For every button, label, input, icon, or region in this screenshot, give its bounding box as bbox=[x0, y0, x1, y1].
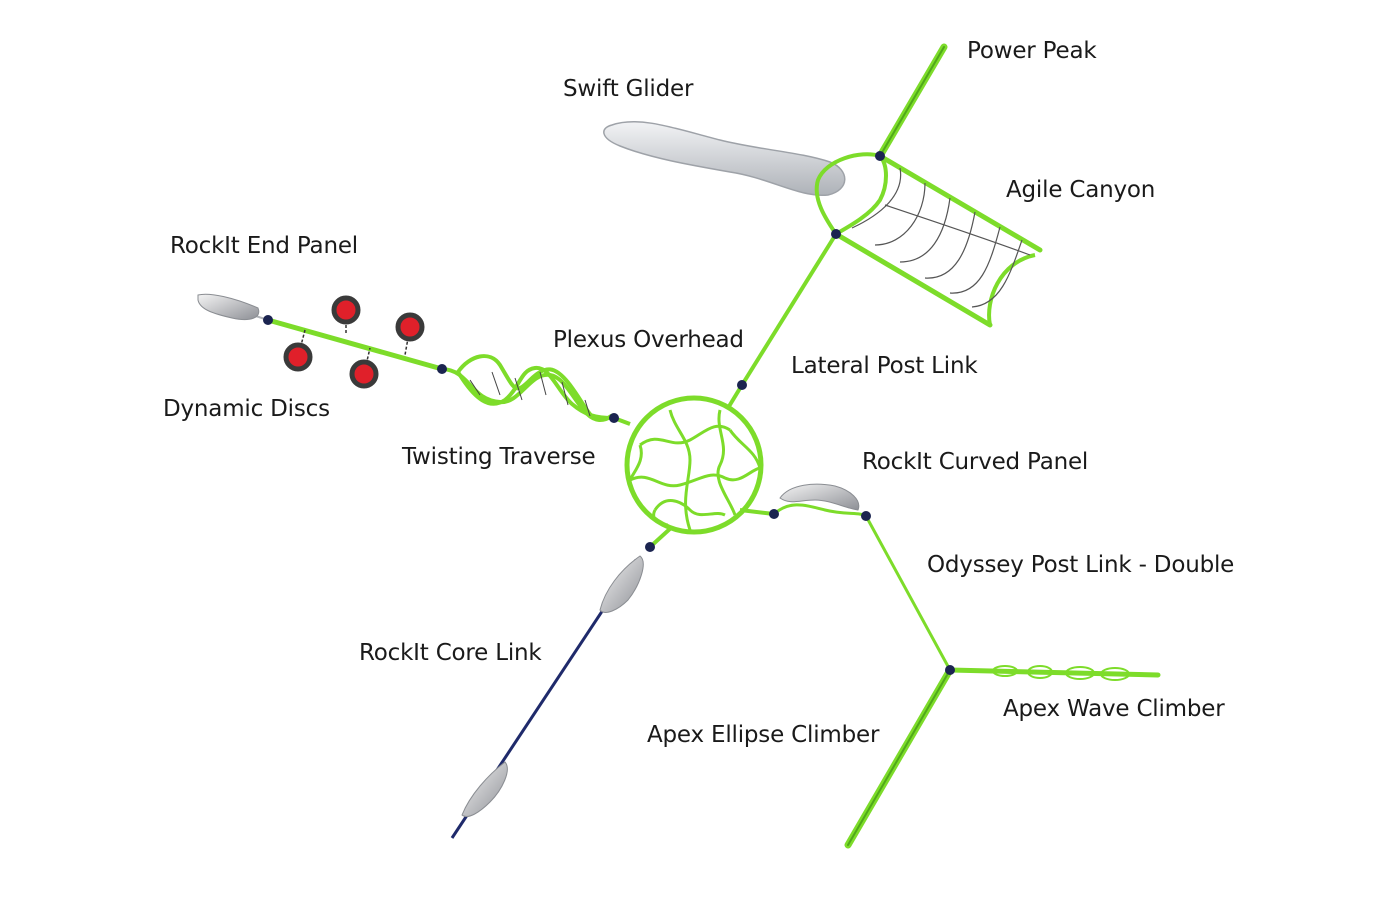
plexus-overhead bbox=[624, 395, 764, 535]
disc bbox=[349, 359, 379, 389]
twisting-traverse bbox=[441, 354, 616, 423]
swift-glider-shape bbox=[603, 121, 846, 197]
label-apex-wave-climber: Apex Wave Climber bbox=[1003, 696, 1225, 722]
rockit-end-panel-beam bbox=[197, 293, 445, 372]
label-dynamic-discs: Dynamic Discs bbox=[163, 396, 330, 422]
connector-dots bbox=[263, 151, 955, 675]
label-rockit-core-link: RockIt Core Link bbox=[359, 640, 542, 666]
label-plexus-overhead: Plexus Overhead bbox=[553, 327, 744, 353]
disc bbox=[395, 312, 425, 342]
dynamic-discs bbox=[283, 295, 425, 389]
lateral-post-link bbox=[740, 232, 838, 387]
label-rockit-curved-panel: RockIt Curved Panel bbox=[862, 449, 1089, 475]
disc bbox=[283, 342, 313, 372]
rockit-core-link bbox=[450, 555, 644, 839]
label-agile-canyon: Agile Canyon bbox=[1006, 177, 1156, 203]
label-rockit-end-panel: RockIt End Panel bbox=[170, 233, 358, 259]
apex-wave-climber bbox=[947, 665, 1161, 681]
label-power-peak: Power Peak bbox=[967, 38, 1097, 64]
label-lateral-post-link: Lateral Post Link bbox=[791, 353, 978, 379]
label-twisting-traverse: Twisting Traverse bbox=[402, 444, 596, 470]
rockit-curved-panel bbox=[773, 483, 867, 518]
disc bbox=[331, 295, 361, 325]
label-swift-glider: Swift Glider bbox=[563, 76, 694, 102]
label-apex-ellipse-climber: Apex Ellipse Climber bbox=[647, 722, 880, 748]
odyssey-post-link-double bbox=[864, 515, 952, 671]
label-odyssey-post-link-double: Odyssey Post Link - Double bbox=[927, 552, 1235, 578]
